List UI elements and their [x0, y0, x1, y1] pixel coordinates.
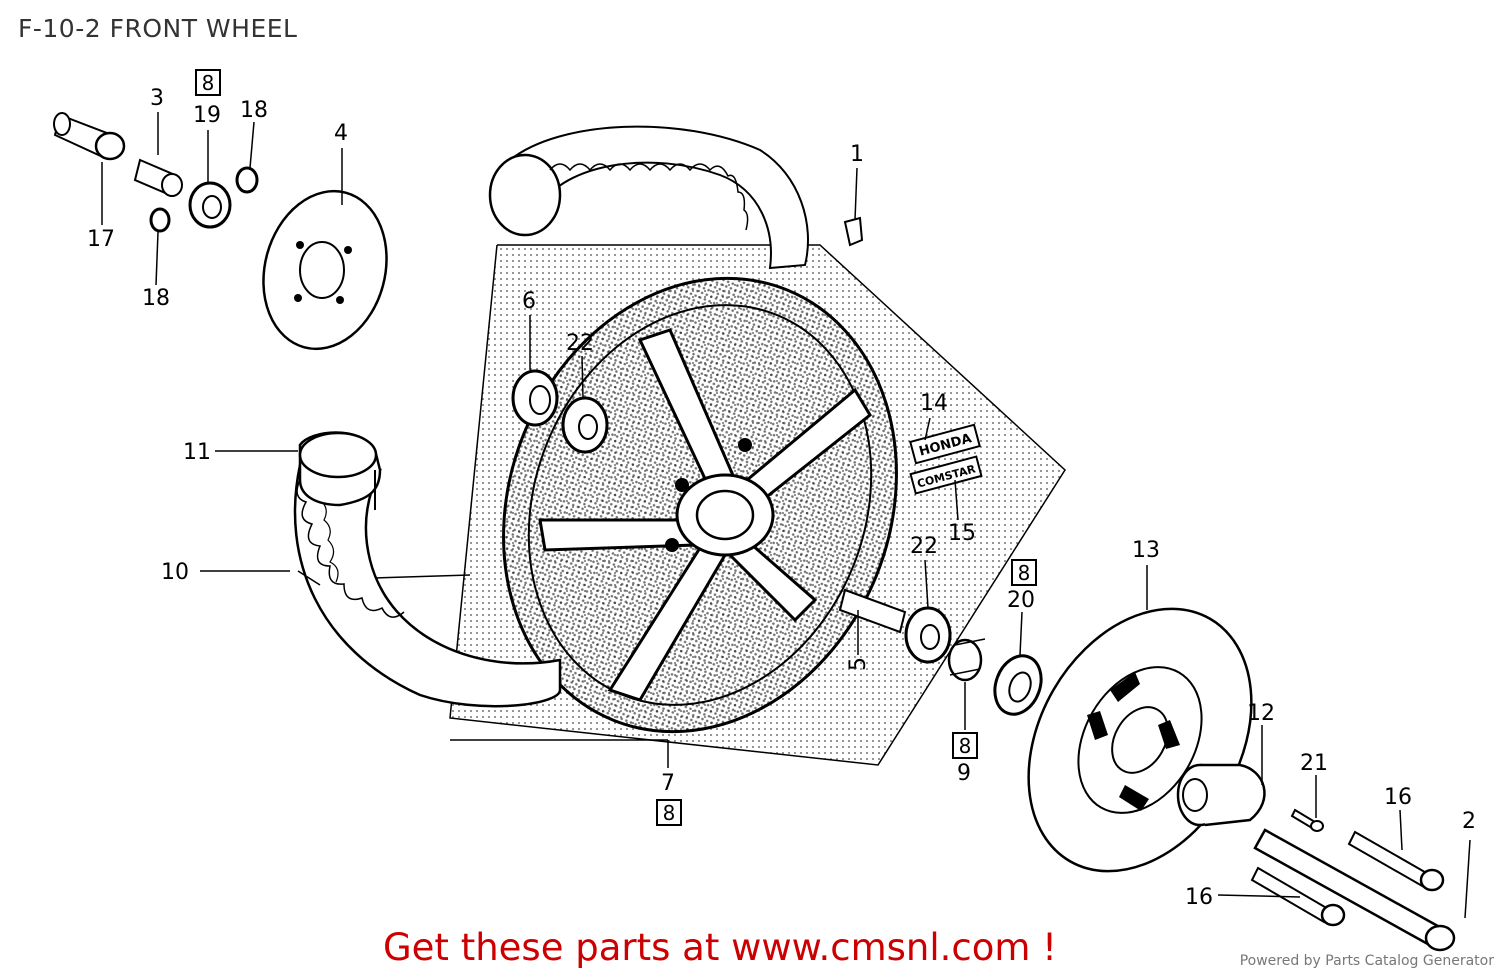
bearing-22-left: [561, 396, 609, 454]
callout-2: 2: [1462, 809, 1476, 834]
bolt-upper: [1347, 830, 1445, 892]
ref-box-9-text: 8: [959, 734, 972, 758]
callout-22-right: 22: [910, 534, 938, 559]
ref-box-9: 8: [952, 732, 978, 759]
callout-labels: 3 19 18 4 17 18 1 6 22 11 10 14 15 22 5 …: [87, 86, 1476, 910]
callout-19: 19: [193, 103, 221, 128]
bolt-lower: [1250, 866, 1346, 927]
axle-collar: [133, 158, 183, 197]
callout-1: 1: [850, 142, 864, 167]
ref-box-19: 8: [195, 69, 221, 96]
upper-tire: [488, 125, 809, 270]
brake-disc: [1027, 607, 1253, 873]
dust-seal-19: [188, 181, 232, 229]
dust-seal-20: [993, 654, 1043, 716]
callout-14: 14: [920, 391, 948, 416]
callout-21: 21: [1300, 751, 1328, 776]
screw: [1290, 808, 1324, 832]
distance-collar-5: [838, 588, 907, 634]
oring-18-upper: [235, 166, 259, 194]
powered-by-text: Powered by Parts Catalog Generator: [1239, 953, 1494, 969]
speedo-gearbox: [1176, 763, 1266, 827]
callout-10: 10: [161, 560, 189, 585]
inner-tube: [298, 431, 382, 510]
callout-9: 9: [957, 761, 971, 786]
ref-box-19-text: 8: [202, 71, 215, 95]
callout-5: 5: [846, 657, 871, 671]
retainer-9: [947, 638, 986, 682]
axle: [1253, 828, 1456, 952]
callout-7: 7: [661, 771, 675, 796]
oring-18-lower: [149, 207, 171, 233]
callout-6: 6: [522, 289, 536, 314]
oil-seal-6: [511, 369, 559, 427]
ref-box-20-text: 8: [1018, 561, 1031, 585]
callout-18-lower: 18: [142, 286, 170, 311]
wheel-rim: [502, 276, 898, 734]
promo-link[interactable]: Get these parts at www.cmsnl.com !: [383, 926, 1058, 969]
callout-22-left: 22: [566, 331, 594, 356]
callout-16-lower: 16: [1185, 885, 1213, 910]
callout-17: 17: [87, 227, 115, 252]
bearing-22-right: [904, 606, 952, 664]
lower-tire: [293, 463, 562, 708]
brake-panel-flange: [262, 189, 388, 351]
ref-box-7: 8: [656, 799, 682, 826]
callout-11: 11: [183, 440, 211, 465]
ref-box-20: 8: [1011, 559, 1037, 586]
callout-3: 3: [150, 86, 164, 111]
callout-4: 4: [334, 121, 348, 146]
page-title: F-10-2 FRONT WHEEL: [18, 14, 298, 43]
axle-nut: [53, 112, 126, 161]
callout-18-upper: 18: [240, 98, 268, 123]
callout-16-upper: 16: [1384, 785, 1412, 810]
valve-1: [843, 216, 864, 247]
leader-lines: [101, 112, 1471, 919]
callout-13: 13: [1132, 538, 1160, 563]
callout-20: 20: [1007, 588, 1035, 613]
callout-12: 12: [1247, 701, 1275, 726]
ref-box-7-text: 8: [663, 801, 676, 825]
callout-15: 15: [948, 521, 976, 546]
